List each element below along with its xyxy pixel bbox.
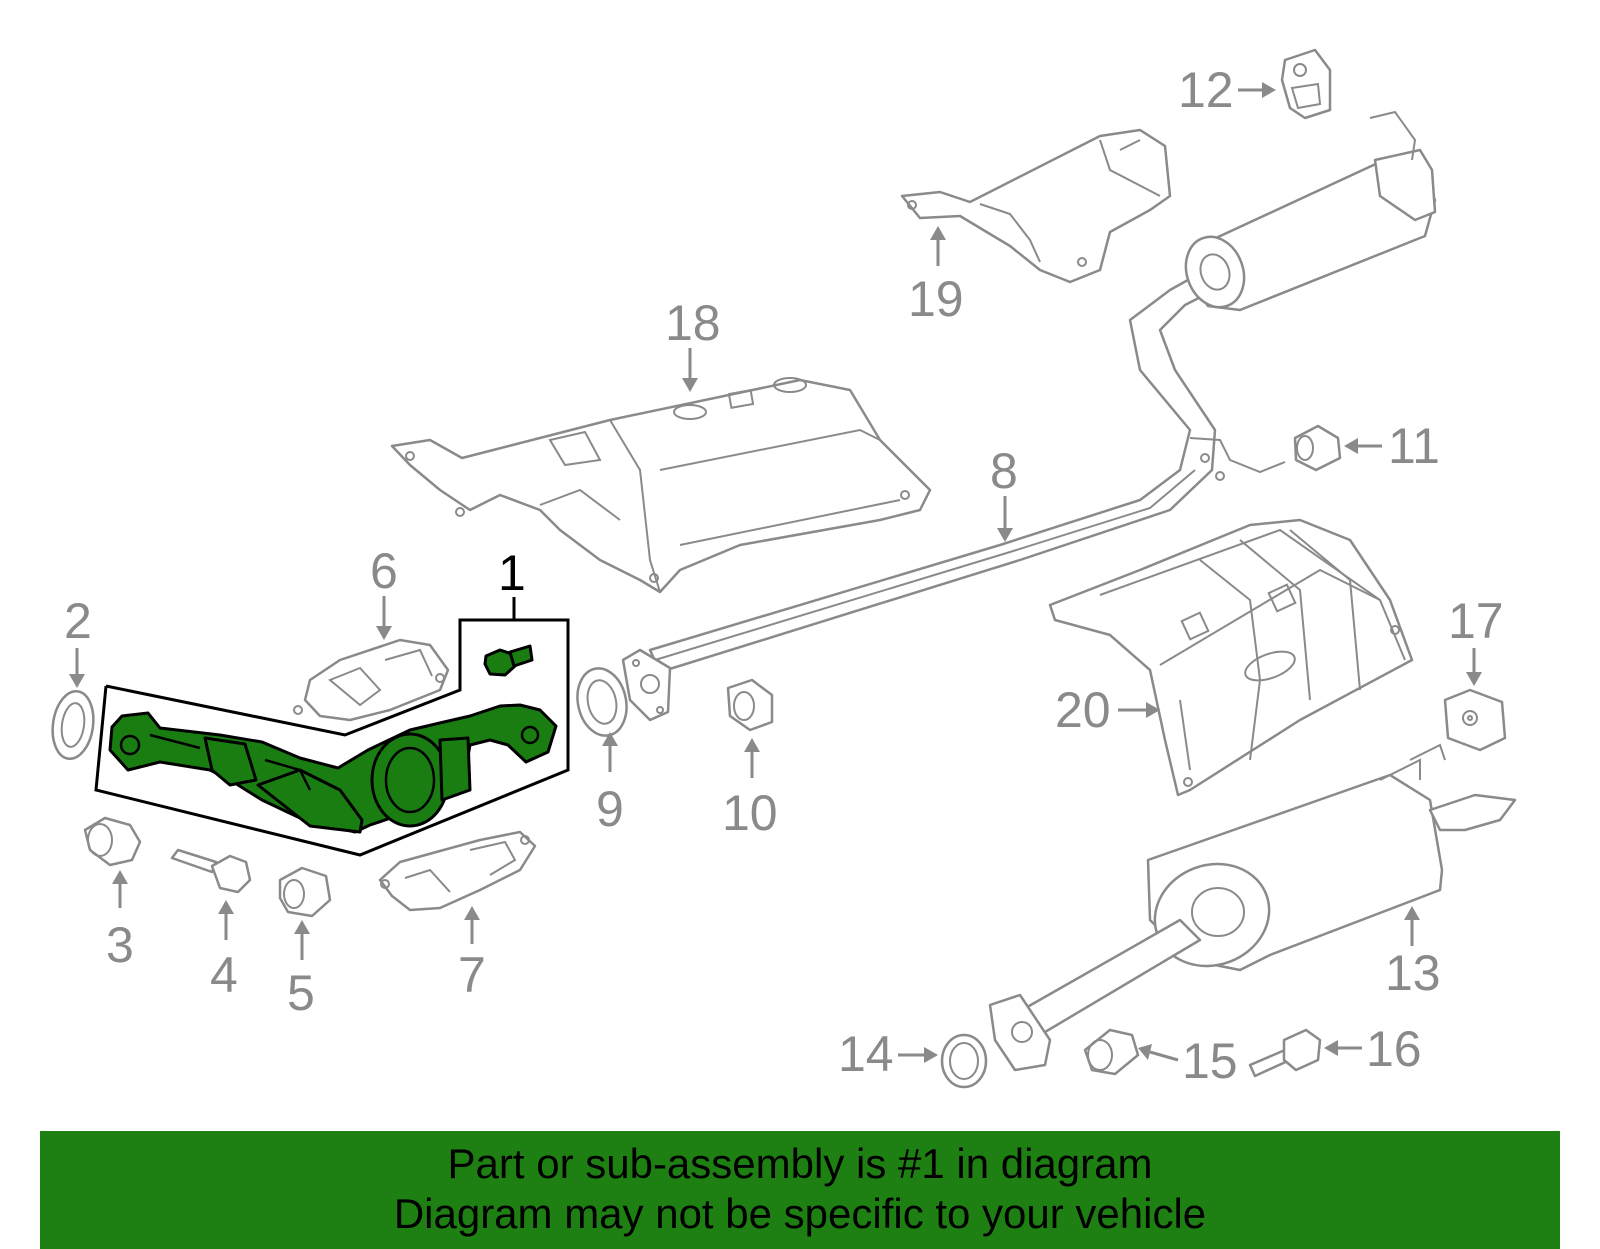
- part-6-converter-shield[interactable]: [293, 638, 450, 722]
- label-6-text: 6: [370, 543, 398, 599]
- label-8-text: 8: [990, 443, 1018, 499]
- part-10-nut[interactable]: [726, 678, 774, 732]
- label-5: 5: [287, 920, 315, 1021]
- label-19: 19: [908, 226, 964, 327]
- label-13: 13: [1385, 906, 1441, 1001]
- label-10-text: 10: [722, 785, 778, 841]
- label-18: 18: [665, 295, 721, 392]
- banner-line-1: Part or sub-assembly is #1 in diagram: [447, 1140, 1153, 1187]
- label-3: 3: [106, 870, 134, 973]
- label-19-text: 19: [908, 271, 964, 327]
- label-16-text: 16: [1366, 1021, 1422, 1077]
- label-12-text: 12: [1178, 62, 1234, 118]
- label-13-text: 13: [1385, 945, 1441, 1001]
- part-11-rubber-mount[interactable]: [1293, 424, 1342, 472]
- label-20-text: 20: [1055, 682, 1111, 738]
- part-3-nut[interactable]: [83, 816, 142, 867]
- part-13-rear-muffler[interactable]: [988, 743, 1517, 1072]
- label-5-text: 5: [287, 965, 315, 1021]
- part-12-hanger[interactable]: [1280, 48, 1332, 120]
- label-7: 7: [458, 906, 486, 1003]
- label-16: 16: [1324, 1021, 1422, 1077]
- label-17: 17: [1448, 593, 1504, 686]
- part-17-hanger[interactable]: [1443, 688, 1507, 752]
- label-4-text: 4: [210, 947, 238, 1003]
- label-11-text: 11: [1388, 418, 1440, 474]
- part-1-converter-assembly[interactable]: [94, 597, 570, 857]
- label-1-text: 1: [498, 545, 526, 601]
- label-9: 9: [596, 732, 624, 837]
- label-1: 1: [498, 545, 526, 601]
- label-9-text: 9: [596, 781, 624, 837]
- part-15-nut[interactable]: [1083, 1028, 1140, 1076]
- label-15-text: 15: [1182, 1033, 1238, 1089]
- part-2-gasket[interactable]: [48, 689, 97, 762]
- label-11: 11: [1344, 418, 1440, 474]
- label-15: 15: [1138, 1033, 1238, 1089]
- label-7-text: 7: [458, 947, 486, 1003]
- label-2: 2: [64, 593, 92, 688]
- part-18-heat-shield[interactable]: [390, 377, 932, 594]
- label-10: 10: [722, 738, 778, 841]
- part-9-gasket[interactable]: [571, 664, 632, 740]
- label-14: 14: [838, 1026, 938, 1082]
- label-14-text: 14: [838, 1026, 894, 1082]
- label-8: 8: [990, 443, 1018, 542]
- part-5-rubber-mount[interactable]: [278, 866, 332, 918]
- part-8-middle-pipe[interactable]: [621, 110, 1437, 722]
- part-7-lower-shield[interactable]: [378, 830, 537, 912]
- label-4: 4: [210, 900, 238, 1003]
- part-20-heat-shield[interactable]: [1048, 518, 1414, 797]
- part-4-bolt[interactable]: [170, 848, 252, 894]
- banner-line-2: Diagram may not be specific to your vehi…: [393, 1190, 1207, 1237]
- label-2-text: 2: [64, 593, 92, 649]
- label-20: 20: [1055, 682, 1160, 738]
- info-banner: Part or sub-assembly is #1 in diagram Di…: [40, 1131, 1560, 1249]
- label-18-text: 18: [665, 295, 721, 351]
- label-3-text: 3: [106, 917, 134, 973]
- label-17-text: 17: [1448, 593, 1504, 649]
- part-14-gasket[interactable]: [940, 1033, 988, 1089]
- part-16-bolt[interactable]: [1248, 1028, 1322, 1078]
- label-6: 6: [370, 543, 398, 640]
- label-12: 12: [1178, 62, 1276, 118]
- part-19-heat-shield[interactable]: [900, 128, 1172, 284]
